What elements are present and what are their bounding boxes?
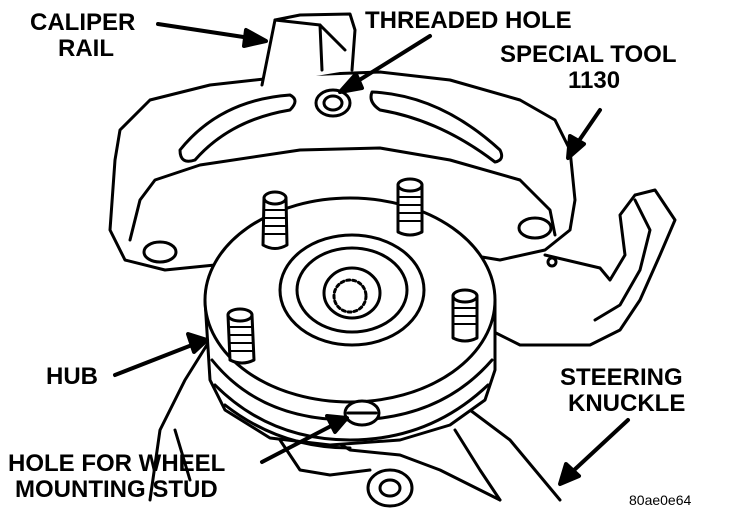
stud-hole-label-line-2: MOUNTING STUD [15,476,218,503]
caliper-rail-label-line-2: RAIL [58,35,114,62]
wheel-stud [396,177,424,237]
stud-hole-label-line-1: HOLE FOR WHEEL [8,450,226,477]
special-tool-label-line-1: SPECIAL TOOL [500,41,677,68]
steering-knuckle-arrow [558,418,630,486]
special-tool-1130 [108,70,677,347]
caliper-rail [260,12,357,87]
steering-knuckle-label-line-1: STEERING [560,364,683,391]
wheel-stud [226,307,256,365]
special-tool-arrow [566,108,602,160]
steering-knuckle-label: STEERING KNUCKLE [560,365,685,417]
caliper-rail-label: CALIPER RAIL [30,10,135,62]
caliper-rail-label-line-1: CALIPER [30,9,136,36]
threaded-hole-label: THREADED HOLE [365,7,572,34]
stud-hole-arrow [260,414,349,464]
special-tool-label-line-2: 1130 [568,67,621,94]
hub-arrow [113,332,209,377]
wheel-studs [226,177,479,365]
stud-hole-label: HOLE FOR WHEEL MOUNTING STUD [8,451,225,503]
steering-knuckle-label-line-2: KNUCKLE [568,390,686,417]
wheel-stud [261,190,289,250]
wheel-stud [451,288,479,343]
hub-label: HUB [46,363,98,390]
caliper-rail-arrow [156,22,268,48]
figure-code: 80ae0e64 [629,492,692,508]
leader-arrows [113,22,630,486]
threaded-hole-arrow [338,34,432,94]
special-tool-label: SPECIAL TOOL 1130 [500,42,676,94]
